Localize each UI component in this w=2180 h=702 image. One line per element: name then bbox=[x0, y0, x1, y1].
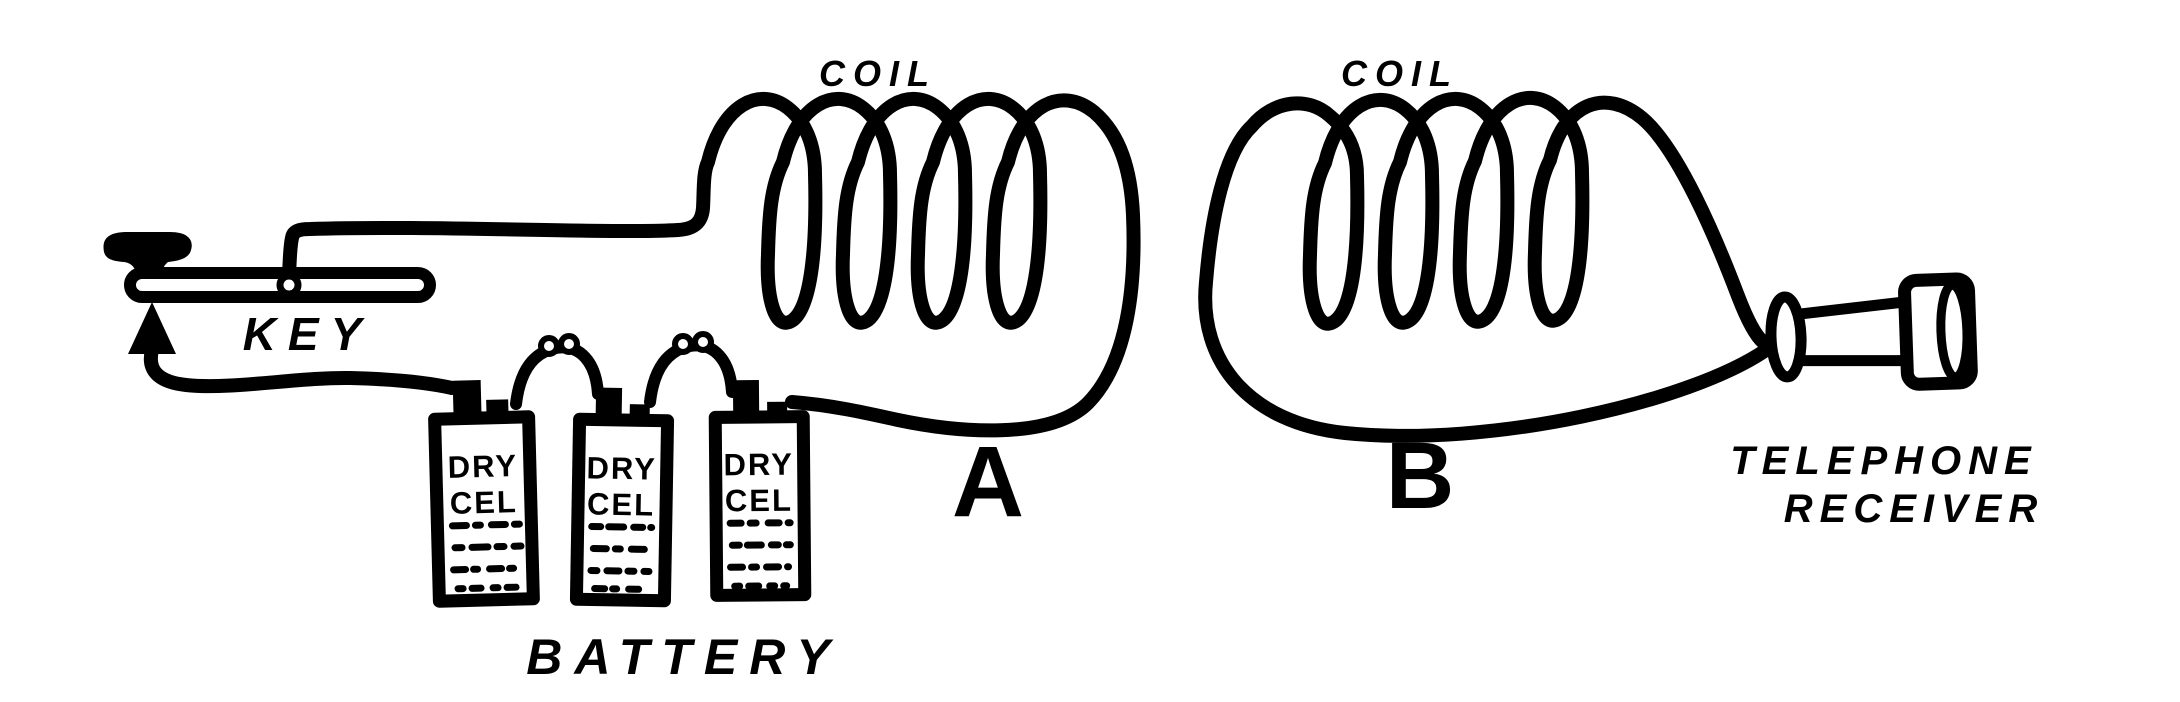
receiver-label-line2: RECEIVER bbox=[1784, 487, 2045, 531]
arrow-up-icon bbox=[128, 302, 176, 354]
fine-print-line bbox=[587, 566, 653, 575]
dry-cell: DRY CEL bbox=[708, 380, 812, 602]
dry-cell: DRY CEL bbox=[569, 387, 675, 608]
key-drawing bbox=[103, 232, 436, 303]
dry-cell-label-line1: DRY bbox=[723, 447, 794, 483]
jumper-curl bbox=[692, 331, 714, 353]
fine-print-line bbox=[726, 519, 794, 527]
fine-print-line bbox=[588, 522, 656, 532]
fine-print-line bbox=[727, 563, 793, 571]
key-pivot bbox=[276, 272, 302, 298]
cell-jumper-wire bbox=[510, 341, 604, 410]
coil-b-winding bbox=[1198, 91, 1773, 443]
fine-print-line bbox=[728, 541, 794, 549]
coil-a-label: COIL bbox=[819, 53, 937, 94]
dry-cell-label-line2: CEL bbox=[587, 486, 656, 522]
dry-cell-label-line2: CEL bbox=[449, 484, 518, 521]
battery-label: BATTERY bbox=[526, 629, 842, 685]
fine-print-line bbox=[591, 585, 651, 593]
battery-drawing: DRY CEL DRY CEL DRY CEL bbox=[428, 380, 812, 608]
coil-b-label: COIL bbox=[1341, 53, 1459, 94]
receiver-barrel bbox=[1789, 296, 1915, 367]
jumper-curl bbox=[672, 333, 694, 355]
jumper-curl bbox=[538, 335, 560, 357]
fine-print-line bbox=[589, 545, 655, 554]
battery-to-key-wire bbox=[143, 343, 459, 395]
terminal-post bbox=[732, 380, 760, 421]
fine-print-line bbox=[448, 520, 524, 530]
cell-body bbox=[569, 412, 675, 608]
coil-a-designator: A bbox=[952, 426, 1024, 538]
receiver-label-line1: TELEPHONE bbox=[1730, 439, 2037, 483]
cell-body bbox=[428, 410, 540, 608]
coil-a-winding bbox=[282, 92, 1141, 438]
dry-cell-label-line1: DRY bbox=[447, 448, 518, 485]
telephone-receiver-drawing bbox=[1765, 272, 1978, 391]
fine-print-line bbox=[451, 542, 525, 552]
cell-body bbox=[708, 410, 812, 602]
jumper-curl bbox=[558, 333, 580, 355]
fine-print-line bbox=[450, 564, 524, 574]
key-knob bbox=[103, 232, 192, 292]
fine-print-line bbox=[454, 583, 522, 593]
dry-cell: DRY CEL bbox=[428, 380, 540, 608]
coil-b-designator: B bbox=[1386, 423, 1455, 529]
cell-jumper-wire bbox=[644, 339, 738, 408]
key-label: KEY bbox=[243, 308, 374, 360]
dry-cell-label-line1: DRY bbox=[586, 450, 657, 486]
dry-cell-label-line2: CEL bbox=[725, 483, 793, 519]
receiver-earpiece-opening bbox=[1936, 280, 1972, 382]
receiver-cap bbox=[1765, 291, 1807, 383]
